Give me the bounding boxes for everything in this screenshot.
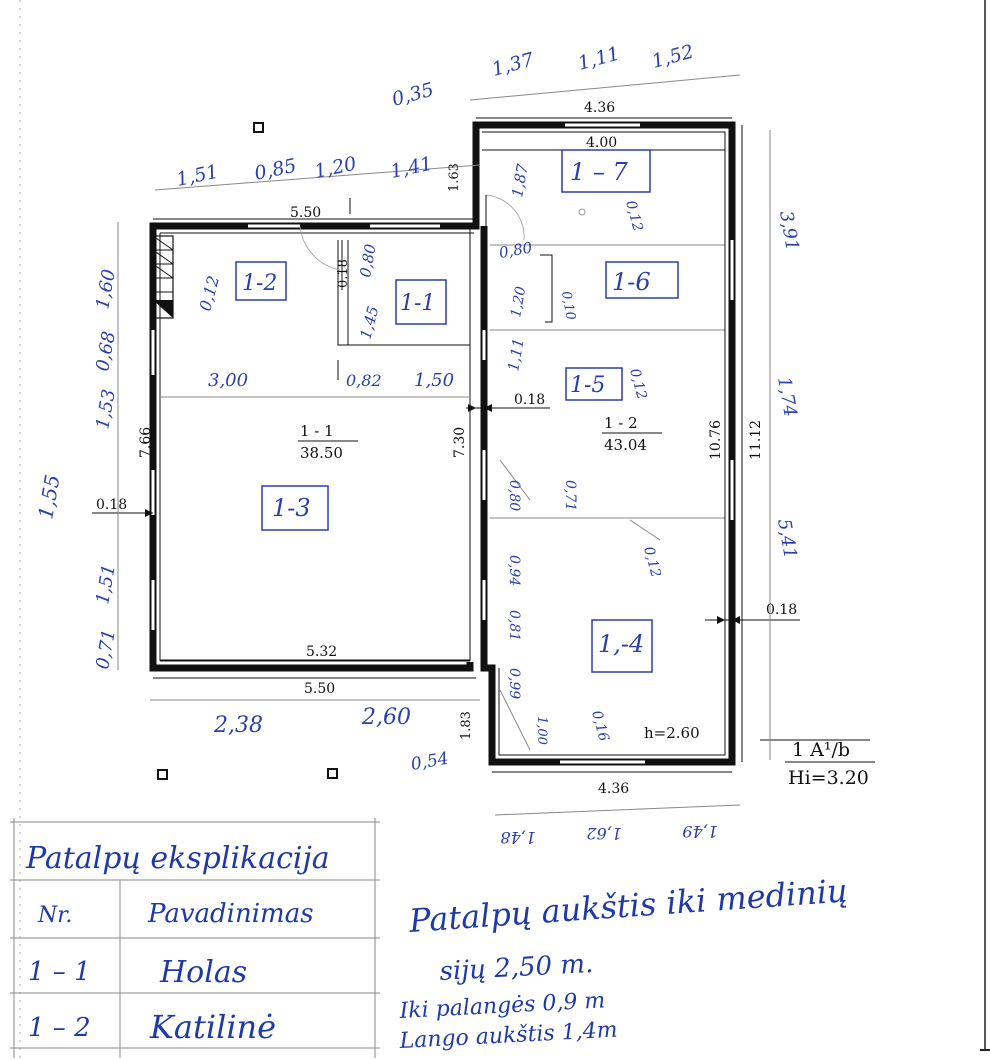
hw-top-a-2: 0,85 [252, 155, 298, 185]
dim-a-bottom-outer: 5.50 [304, 681, 335, 697]
dim-b-bottom-outer: 4.36 [598, 781, 629, 797]
table-header-nr: Nr. [37, 903, 72, 928]
handwritten-notes: Patalpų aukštis iki medinių sijų 2,50 m.… [398, 871, 849, 1054]
hw-inner-a-6: 1,50 [414, 370, 454, 391]
hw-left-a-1: 1,60 [92, 268, 120, 311]
dim-b-top-outer: 4.36 [584, 100, 615, 116]
hw-top-b-2: 1,11 [576, 43, 623, 75]
note-line-3: Iki palangės 0,9 m [398, 988, 606, 1024]
marker-square [157, 769, 168, 780]
hw-top-b-1: 1,37 [490, 48, 537, 80]
note-line-2: sijų 2,50 m. [439, 949, 594, 987]
hw-inner-b-9: 0,71 [562, 480, 578, 511]
hw-top-a-3: 1,20 [312, 153, 358, 183]
room-box-1-5: 1-5 [570, 373, 605, 398]
hw-inner-b-13: 0,99 [506, 668, 522, 699]
dim-mid-thickness: 0.18 [514, 392, 545, 408]
hw-left-a-extra: 1,55 [33, 473, 64, 521]
hw-top-b-3: 1,52 [650, 41, 697, 73]
hw-inner-a-1: 0,12 [196, 274, 224, 313]
explication-table: Patalpų eksplikacija Nr. Pavadinimas 1 –… [10, 818, 380, 1058]
dim-b-height-inner: 10.76 [708, 420, 724, 460]
room-box-1-1: 1-1 [400, 291, 435, 316]
room-box-1-3: 1-3 [272, 494, 311, 522]
room-box-1-2: 1-2 [242, 271, 277, 296]
hw-top-b-left: 0,35 [390, 79, 437, 111]
hw-bottom-b-left: 0,54 [409, 749, 450, 775]
room-a-area: 38.50 [300, 444, 343, 462]
hw-inner-b-14: 1,00 [534, 716, 549, 745]
hw-inner-b-3: 0,80 [498, 238, 534, 262]
note-line-1: Patalpų aukštis iki medinių [407, 871, 849, 940]
dim-a-height-right: 7.30 [452, 427, 468, 458]
table-header-name: Pavadinimas [147, 899, 314, 929]
hw-bottom-a-1: 2,38 [213, 713, 263, 738]
dim-b-height-outer: 11.12 [748, 420, 764, 460]
hw-inner-b-15: 0,16 [588, 709, 612, 743]
hw-left-a-5: 0,71 [92, 628, 120, 671]
dim-b-short-bottom: 1.83 [459, 711, 474, 740]
hw-inner-b-5: 0,10 [558, 290, 578, 321]
building-a-walls [149, 198, 480, 672]
dim-a-left-thickness: 0.18 [96, 497, 127, 513]
dim-a-bottom-inner: 5.32 [306, 644, 337, 660]
marker-square [253, 122, 264, 133]
room-box-1-4: 1,-4 [598, 630, 644, 658]
hw-inner-b-12: 0,12 [640, 545, 664, 579]
room-b-number: 1 - 2 [604, 414, 638, 432]
hw-inner-b-2: 0,12 [622, 199, 646, 233]
hw-inner-b-6: 1,11 [504, 337, 528, 373]
room-box-1-6: 1-6 [612, 268, 651, 296]
hw-right-b-1: 3,91 [775, 209, 803, 252]
table-row-2-nr: 1 – 2 [28, 1013, 91, 1043]
table-title: Patalpų eksplikacija [25, 841, 330, 876]
dim-b-top-inner: 4.00 [586, 135, 617, 151]
dim-a-top: 5.50 [290, 205, 321, 221]
dim-inner-small: 0.18 [336, 259, 351, 288]
hw-left-a-2: 0,68 [92, 330, 120, 373]
hw-inner-a-4: 3,00 [208, 370, 248, 391]
room-box-1-7: 1 – 7 [570, 158, 629, 186]
hw-right-b-2: 1,74 [773, 375, 801, 418]
table-row-1-nr: 1 – 1 [28, 957, 91, 987]
hw-inner-a-3: 1,45 [356, 304, 382, 341]
hw-bottom-a-2: 2,60 [361, 705, 411, 730]
legend-code: 1 A¹/b [792, 739, 850, 761]
hw-top-a-4: 1,41 [388, 153, 434, 183]
hw-inner-b-1: 1,87 [508, 162, 532, 198]
hw-top-a-1: 1,51 [174, 161, 220, 191]
room-a-number: 1 - 1 [300, 422, 334, 440]
dim-b-short-top: 1.63 [447, 163, 462, 192]
hw-bottom-b-1: 1,48 [500, 828, 536, 847]
hw-inner-b-7: 0,12 [626, 367, 650, 401]
hw-right-b-3: 5,41 [773, 517, 801, 560]
hw-inner-b-8: 0,80 [506, 480, 522, 511]
hw-inner-b-11: 0,81 [506, 610, 522, 641]
printed-labels: 5.50 5.32 5.50 0.18 7.66 7.30 0.18 0.18 … [96, 100, 869, 797]
room-b-area: 43.04 [604, 436, 647, 454]
dim-a-height-left: 7.66 [138, 427, 154, 458]
building-b-walls [472, 121, 736, 766]
table-row-1-name: Holas [159, 955, 247, 990]
marker-square [327, 768, 338, 779]
height-note: h=2.60 [644, 724, 700, 742]
hw-left-a-3: 1,53 [92, 388, 120, 431]
hw-inner-b-10: 0,94 [506, 555, 522, 586]
hw-bottom-b-2: 1,62 [586, 824, 622, 843]
table-row-2-name: Katilinė [149, 1008, 276, 1046]
hw-bottom-b-3: 1,49 [682, 822, 718, 841]
hw-inner-a-5: 0,82 [346, 371, 382, 390]
note-line-4: Lango aukštis 1,4m [398, 1018, 618, 1054]
dimension-lines [92, 117, 875, 773]
hw-inner-b-4: 1,20 [508, 285, 529, 319]
hw-left-a-4: 1,51 [92, 563, 120, 606]
hw-inner-a-2: 0,80 [356, 242, 380, 278]
dim-b-right-thickness: 0.18 [766, 602, 797, 618]
pencil-guides [117, 74, 771, 816]
legend-hi: Hi=3.20 [788, 767, 869, 789]
